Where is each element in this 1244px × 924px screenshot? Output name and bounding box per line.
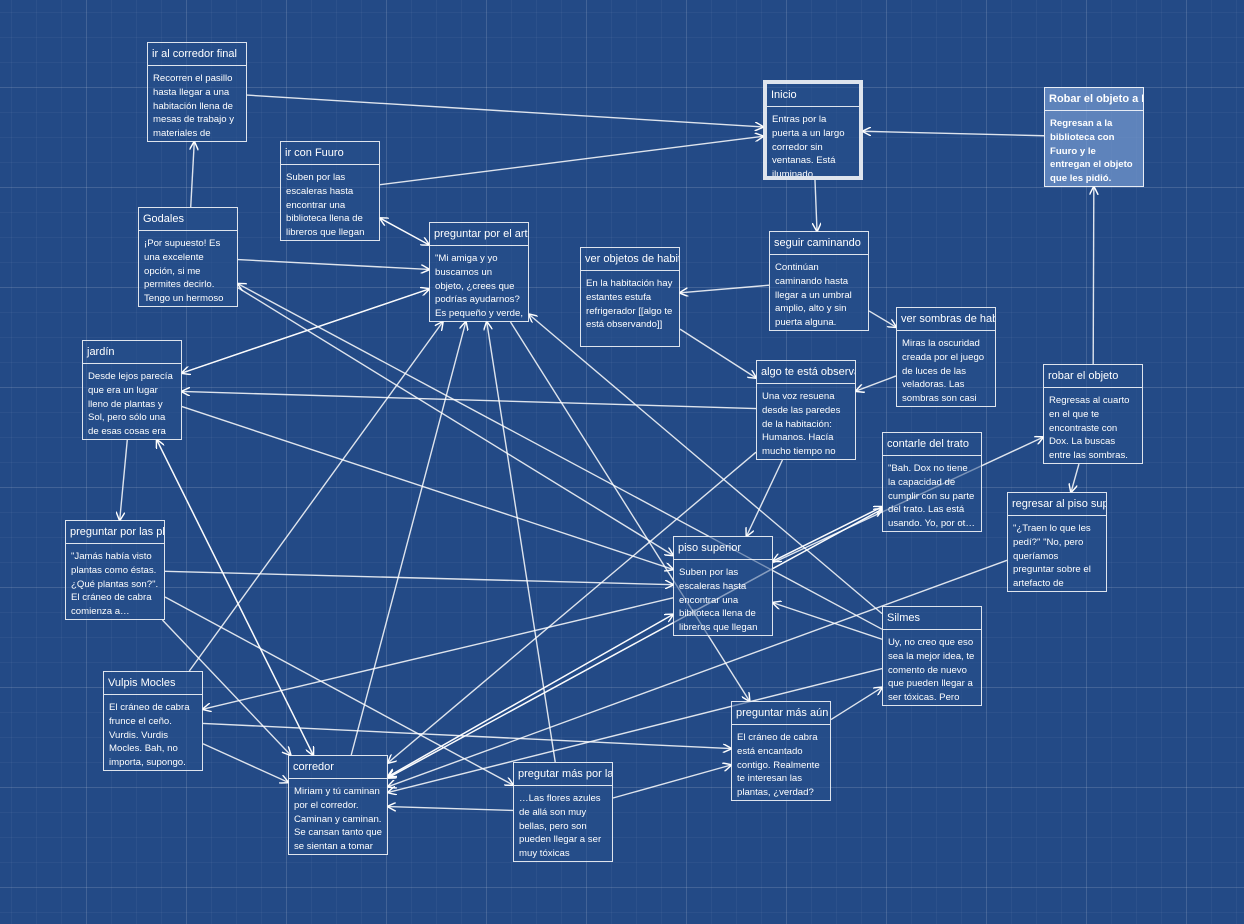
link-contarle-trato-to-piso-superior bbox=[773, 506, 883, 561]
passage-vulpis-mocles[interactable]: Vulpis Mocles El cráneo de cabra frunce e… bbox=[103, 671, 203, 771]
passage-title: ver sombras de habitación bbox=[897, 308, 995, 331]
passage-title: ir al corredor final bbox=[148, 43, 246, 66]
passage-title: Godales bbox=[139, 208, 237, 231]
link-pregutar-mas-plantas-to-preguntar-mas-aun bbox=[612, 765, 731, 799]
link-preguntar-artefacto-to-ir-con-fuuro bbox=[380, 218, 430, 246]
passage-excerpt: ¡Por supuesto! Es una excelente opción, … bbox=[144, 238, 224, 305]
link-vulpis-mocles-to-preguntar-mas-aun bbox=[202, 722, 731, 748]
link-inicio-to-seguir-caminando bbox=[815, 179, 817, 231]
passage-excerpt: Entras por la puerta a un largo corredor… bbox=[772, 114, 845, 180]
passage-ver-objetos[interactable]: ver objetos de habitación En la habitació… bbox=[580, 247, 680, 347]
passage-title: robar el objeto bbox=[1044, 365, 1142, 388]
link-ver-sombras-to-algo-observando bbox=[856, 375, 897, 391]
link-seguir-caminando-to-ver-objetos bbox=[680, 284, 770, 293]
link-jardin-to-preguntar-plantas bbox=[120, 439, 128, 520]
passage-excerpt: Miriam y tú caminan por el corredor. Cam… bbox=[294, 786, 383, 853]
passage-excerpt: Recorren el pasillo hasta llegar a una h… bbox=[153, 73, 235, 140]
passage-excerpt: …Las flores azules de allá son muy bella… bbox=[519, 793, 602, 860]
passage-excerpt: Regresas al cuarto en el que te encontra… bbox=[1049, 395, 1130, 462]
passage-contarle-trato[interactable]: contarle del trato "Bah. Dox no tiene la … bbox=[882, 432, 982, 532]
link-seguir-caminando-to-ver-sombras bbox=[868, 310, 896, 327]
passage-excerpt: Suben por las escaleras hasta encontrar … bbox=[679, 567, 758, 634]
passage-pregutar-mas-plantas[interactable]: pregutar más por las plantas …Las flores … bbox=[513, 762, 613, 862]
passage-excerpt: Miras la oscuridad creada por el juego d… bbox=[902, 338, 985, 405]
passage-excerpt: "Bah. Dox no tiene la capacidad de cumpl… bbox=[888, 463, 975, 530]
passage-excerpt: "Jamás había visto plantas como éstas. ¿… bbox=[71, 551, 159, 618]
link-robar-objeto-dox-to-inicio bbox=[863, 131, 1045, 137]
passage-excerpt: "¿Traen lo que les pedí?" "No, pero quer… bbox=[1013, 523, 1091, 590]
link-preguntar-artefacto-to-preguntar-mas-aun bbox=[509, 321, 750, 701]
link-ir-con-fuuro-to-preguntar-artefacto bbox=[379, 217, 429, 245]
passage-algo-observando[interactable]: algo te está observandoUna voz resuena d… bbox=[756, 360, 856, 460]
passage-title: corredor bbox=[289, 756, 387, 779]
link-silmes-to-piso-superior bbox=[773, 603, 883, 640]
link-piso-superior-to-contarle-trato bbox=[772, 507, 882, 562]
link-corredor-to-preguntar-artefacto bbox=[350, 322, 466, 756]
link-jardin-to-piso-superior bbox=[181, 405, 673, 570]
link-ir-con-fuuro-to-inicio bbox=[379, 136, 763, 186]
link-pregutar-mas-plantas-to-preguntar-artefacto bbox=[487, 322, 556, 763]
passage-ver-sombras[interactable]: ver sombras de habitaciónMiras la oscuri… bbox=[896, 307, 996, 407]
passage-preguntar-plantas[interactable]: preguntar por las plantas "Jamás había vi… bbox=[65, 520, 165, 620]
link-robar-objeto-to-regresar-piso bbox=[1071, 463, 1080, 492]
passage-title: preguntar más aún sobre las plantas bbox=[732, 702, 830, 725]
passage-excerpt: "Mi amiga y yo buscamos un objeto, ¿cree… bbox=[435, 253, 524, 320]
link-robar-objeto-to-robar-objeto-dox bbox=[1093, 187, 1094, 365]
passage-title: preguntar por el artefacto bbox=[430, 223, 528, 246]
link-godales-to-preguntar-artefacto bbox=[237, 258, 429, 270]
passage-title: seguir caminando bbox=[770, 232, 868, 255]
passage-title: ir con Fuuro bbox=[281, 142, 379, 165]
passage-title: Robar el objeto a Dox bbox=[1045, 88, 1143, 111]
link-piso-superior-to-corredor bbox=[388, 613, 674, 776]
passage-title: Vulpis Mocles bbox=[104, 672, 202, 695]
passage-godales[interactable]: Godales ¡Por supuesto! Es una excelente o… bbox=[138, 207, 238, 307]
passage-title: jardín bbox=[83, 341, 181, 364]
passage-title: Inicio bbox=[767, 84, 859, 107]
link-ver-objetos-to-algo-observando bbox=[679, 328, 756, 378]
link-algo-observando-to-jardin bbox=[182, 391, 757, 410]
passage-title: Silmes bbox=[883, 607, 981, 630]
passage-title: algo te está observando bbox=[757, 361, 855, 384]
passage-excerpt: Desde lejos parecía que era un lugar lle… bbox=[88, 371, 173, 438]
passage-excerpt: En la habitación hay estantes estufa ref… bbox=[586, 278, 673, 331]
passage-preguntar-mas-aun[interactable]: preguntar más aún sobre las plantas El cr… bbox=[731, 701, 831, 801]
link-godales-to-ir-corredor-final bbox=[191, 142, 195, 208]
link-ir-corredor-final-to-inicio bbox=[246, 94, 763, 127]
passage-excerpt: Una voz resuena desde las paredes de la … bbox=[762, 391, 841, 458]
passage-preguntar-artefacto[interactable]: preguntar por el artefacto "Mi amiga y yo… bbox=[429, 222, 529, 322]
passage-excerpt: Regresan a la biblioteca con Fuuro y le … bbox=[1050, 118, 1133, 185]
link-preguntar-mas-aun-to-silmes bbox=[830, 687, 882, 721]
passage-excerpt: El cráneo de cabra frunce el ceño. Vurdi… bbox=[109, 702, 190, 769]
passage-excerpt: Uy, no creo que eso sea la mejor idea, t… bbox=[888, 637, 975, 704]
passage-title: piso superior bbox=[674, 537, 772, 560]
passage-robar-objeto-dox[interactable]: Robar el objeto a DoxRegresan a la bibli… bbox=[1044, 87, 1144, 187]
passage-title: contarle del trato bbox=[883, 433, 981, 456]
passage-title: regresar al piso superior bbox=[1008, 493, 1106, 516]
passage-title: pregutar más por las plantas bbox=[514, 763, 612, 786]
link-vulpis-mocles-to-corredor bbox=[202, 743, 288, 783]
link-corredor-to-piso-superior bbox=[387, 614, 673, 778]
passage-title: ver objetos de habitación bbox=[581, 248, 679, 271]
link-vulpis-mocles-to-preguntar-artefacto bbox=[188, 322, 442, 672]
passage-excerpt: El cráneo de cabra está encantado contig… bbox=[737, 732, 820, 799]
passage-excerpt: Continúan caminando hasta llegar a un um… bbox=[775, 262, 852, 329]
passage-excerpt: Suben por las escaleras hasta encontrar … bbox=[286, 172, 365, 239]
link-piso-superior-to-vulpis-mocles bbox=[203, 597, 674, 709]
passage-title: preguntar por las plantas bbox=[66, 521, 164, 544]
link-pregutar-mas-plantas-to-corredor bbox=[388, 807, 514, 811]
link-preguntar-plantas-to-piso-superior bbox=[164, 570, 673, 584]
passage-regresar-piso[interactable]: regresar al piso superior "¿Traen lo que … bbox=[1007, 492, 1107, 592]
link-algo-observando-to-piso-superior bbox=[747, 459, 784, 536]
